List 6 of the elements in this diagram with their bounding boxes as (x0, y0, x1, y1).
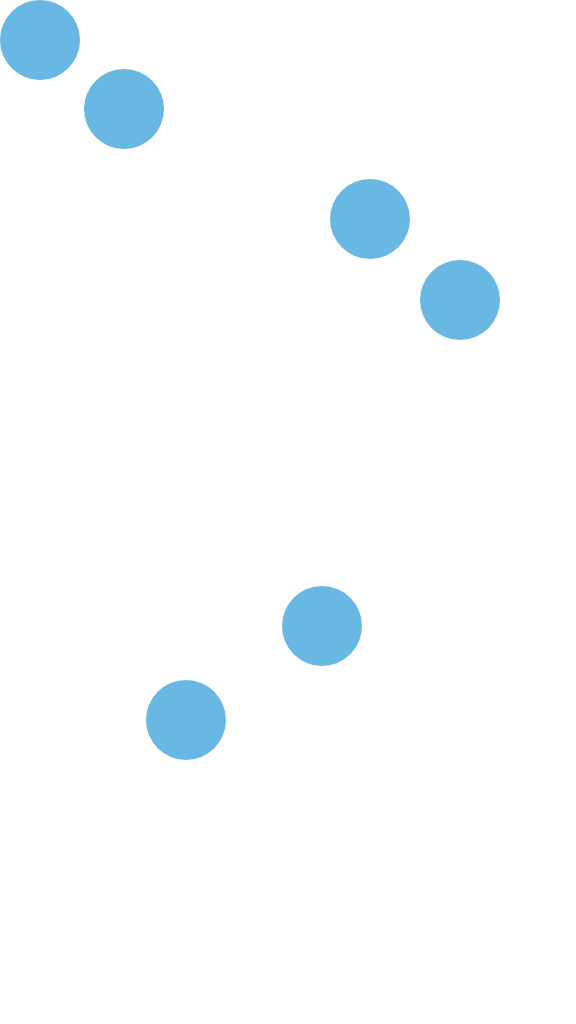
circle-node (420, 260, 500, 340)
circle-node (282, 586, 362, 666)
circle-node (330, 179, 410, 259)
circle-node (0, 0, 80, 80)
circle-node (146, 680, 226, 760)
circle-node (84, 69, 164, 149)
